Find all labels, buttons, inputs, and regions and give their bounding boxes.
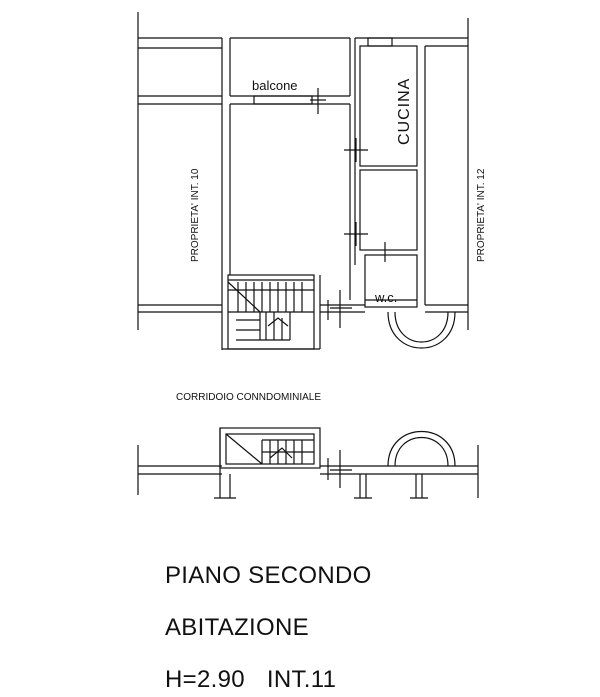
balcony-door [253, 95, 313, 105]
bay-window-inner [394, 311, 449, 343]
unit-number: INT.11 [266, 666, 337, 693]
corridor-label: CORRIDOIO CONNDOMINIALE [176, 392, 321, 403]
floor-title: PIANO SECONDO [165, 562, 372, 589]
upper-plan: balcone CUCINA w.c. PROPRIETA' INT. 10 P… [137, 12, 487, 350]
use-title: ABITAZIONE [165, 614, 309, 641]
wc-room [364, 254, 418, 308]
left-property-label: PROPRIETA' INT. 10 [190, 168, 201, 262]
lower-bay-window [387, 431, 456, 467]
bay-window [387, 311, 456, 349]
lower-plan [137, 427, 479, 499]
height-value: H=2.90 [165, 666, 245, 693]
cucina-label: CUCINA [396, 78, 413, 145]
corridor-room [359, 169, 418, 251]
balcone-label: balcone [252, 78, 298, 93]
kitchen-room [359, 45, 418, 167]
stair-steps [227, 281, 314, 341]
right-property-label: PROPRIETA' INT. 12 [476, 168, 487, 262]
lower-bay-window-inner [394, 436, 449, 467]
floor-plan: balcone CUCINA w.c. PROPRIETA' INT. 10 P… [137, 12, 487, 499]
wc-label: w.c. [374, 290, 397, 305]
lower-stair-steps [225, 433, 314, 465]
height-unit-line: H=2.90 INT.11 [165, 666, 336, 694]
top-window [367, 37, 393, 47]
